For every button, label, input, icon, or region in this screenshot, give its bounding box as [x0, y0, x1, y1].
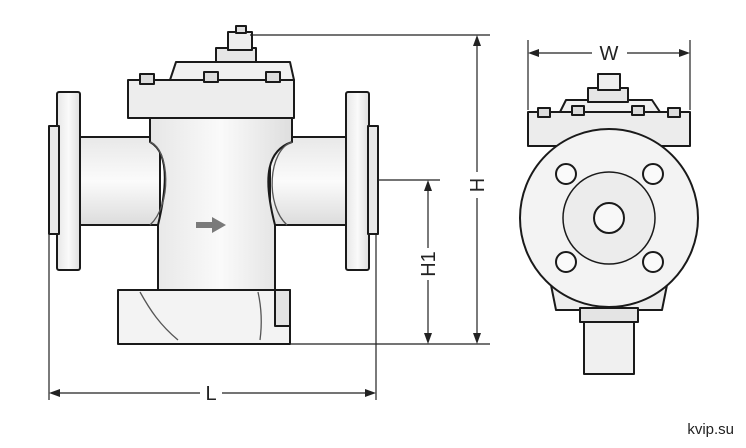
front-view — [48, 25, 379, 345]
dimension-label-inlet-height: H1 — [418, 251, 440, 277]
dimension-lines — [48, 34, 691, 400]
cover-bolt — [631, 105, 645, 116]
inlet-pipe — [77, 136, 161, 226]
dimension-label-width: W — [600, 43, 619, 65]
cover — [127, 25, 295, 119]
bolt-hole — [555, 251, 577, 273]
side-view — [519, 73, 699, 375]
inlet-flange — [48, 91, 81, 271]
cover-bolt — [537, 107, 551, 118]
outlet-flange — [345, 91, 379, 271]
cover-bolt — [203, 71, 219, 83]
flow-direction-arrow — [196, 217, 226, 233]
drain-nozzle — [583, 317, 635, 375]
bolt-hole — [642, 251, 664, 273]
watermark: kvip.su — [687, 421, 734, 438]
trap-body — [149, 117, 293, 293]
bolt-hole — [642, 163, 664, 185]
bolt-hole — [555, 163, 577, 185]
cover-bolt — [571, 105, 585, 116]
dimension-label-height: H — [467, 178, 489, 192]
cover-bolt — [265, 71, 281, 83]
cover-bolt — [667, 107, 681, 118]
cover-bolt — [139, 73, 155, 85]
outlet-pipe — [269, 136, 349, 226]
drain-plug — [274, 289, 291, 327]
dimension-arrowheads — [49, 35, 690, 397]
dimension-label-length: L — [205, 383, 216, 405]
flange-bore — [593, 202, 625, 234]
